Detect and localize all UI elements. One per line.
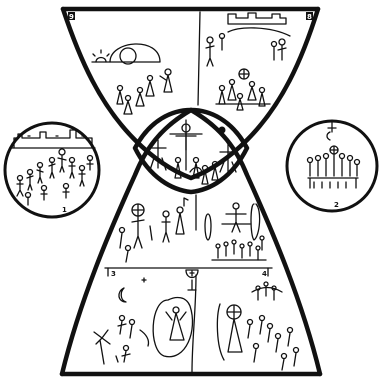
panel-number-9: 9 (69, 13, 74, 21)
dark-sun (219, 127, 226, 134)
panel-number-2: 2 (334, 201, 339, 209)
crescent-moon-icon (119, 288, 126, 302)
top-divider (198, 12, 200, 105)
panel-number-labels: 9 8 1 2 3 4 (62, 12, 339, 278)
top-right-panel-city (206, 13, 290, 110)
crowd-figures (17, 149, 93, 205)
hourglass-frame (62, 9, 320, 374)
left-circle-panel (5, 123, 99, 217)
supper-figures (308, 146, 360, 188)
panel-number-4: 4 (262, 270, 267, 278)
lower-right-panel (217, 282, 298, 370)
panel-number-8: 8 (307, 13, 312, 21)
lower-right-crowd (248, 282, 299, 370)
lower-left-panel (94, 270, 198, 364)
right-circle-panel (287, 121, 377, 211)
panel-number-3: 3 (111, 270, 116, 278)
panel-number-1: 1 (62, 206, 67, 214)
middle-right-panel (212, 203, 266, 260)
middle-right-crowd (212, 236, 266, 260)
palm-tree-icon (94, 330, 110, 364)
middle-left-panel (120, 198, 212, 262)
